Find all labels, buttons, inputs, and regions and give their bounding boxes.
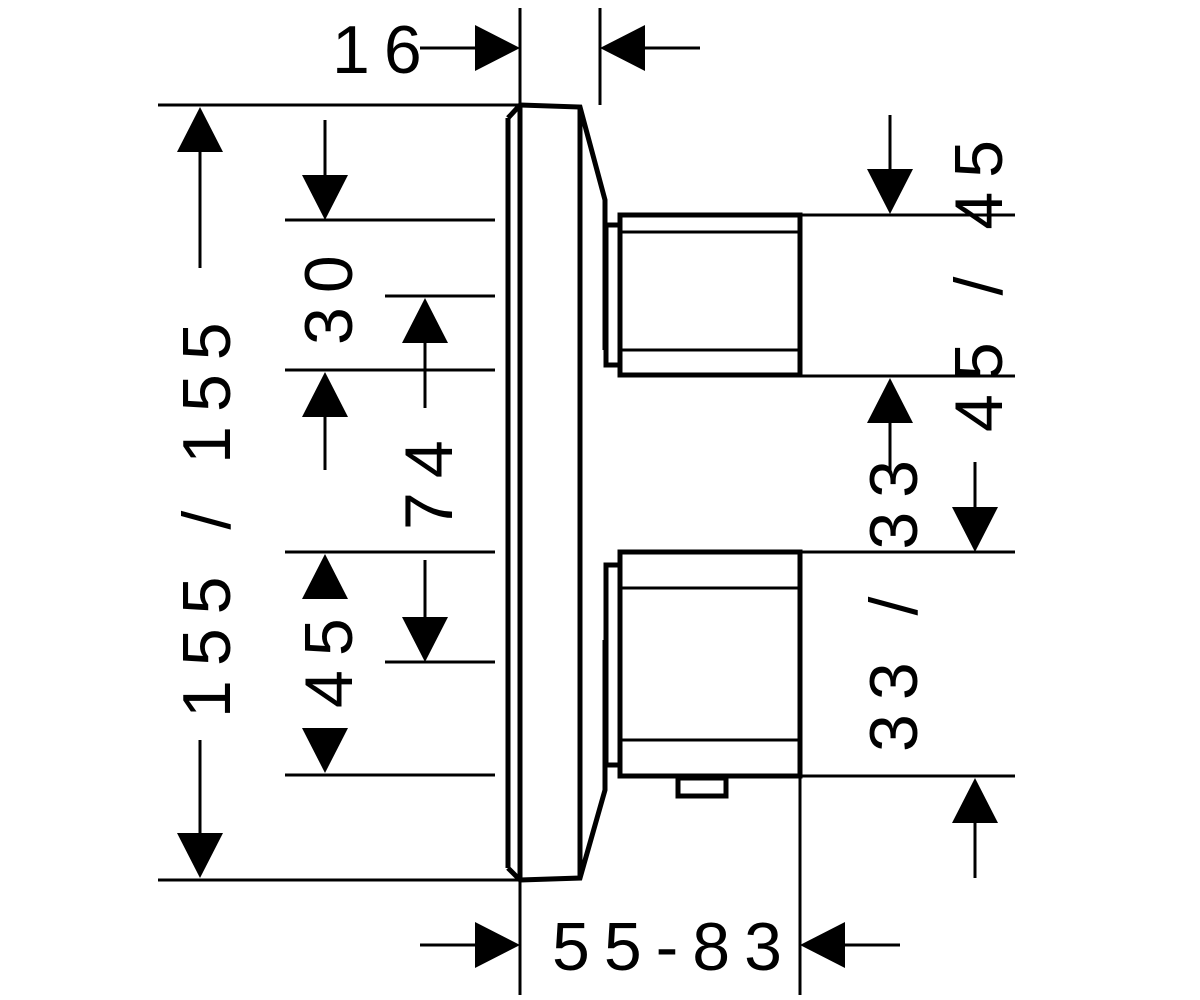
label-33-33: 33 / 33	[856, 446, 932, 752]
lower-handle	[603, 549, 803, 799]
dimension-45-45: 45 / 45	[867, 115, 1017, 470]
label-55-83: 55-83	[552, 909, 796, 985]
label-45-45: 45 / 45	[941, 126, 1017, 432]
dimension-45: 45	[291, 554, 367, 773]
faceplate	[505, 102, 608, 883]
label-155-155: 155 / 155	[169, 308, 245, 718]
label-45: 45	[291, 604, 367, 708]
dimension-16: 16	[332, 12, 700, 88]
label-74: 74	[391, 426, 467, 530]
dimension-55-83: 55-83	[420, 909, 900, 985]
label-30: 30	[291, 241, 367, 345]
dimension-33-33: 33 / 33	[856, 446, 998, 878]
label-16: 16	[332, 12, 436, 88]
dimension-155-155: 155 / 155	[169, 107, 245, 878]
upper-handle	[603, 212, 803, 378]
dimension-74: 74	[391, 298, 467, 662]
dimension-30: 30	[291, 120, 367, 470]
extension-lines	[158, 8, 1015, 995]
